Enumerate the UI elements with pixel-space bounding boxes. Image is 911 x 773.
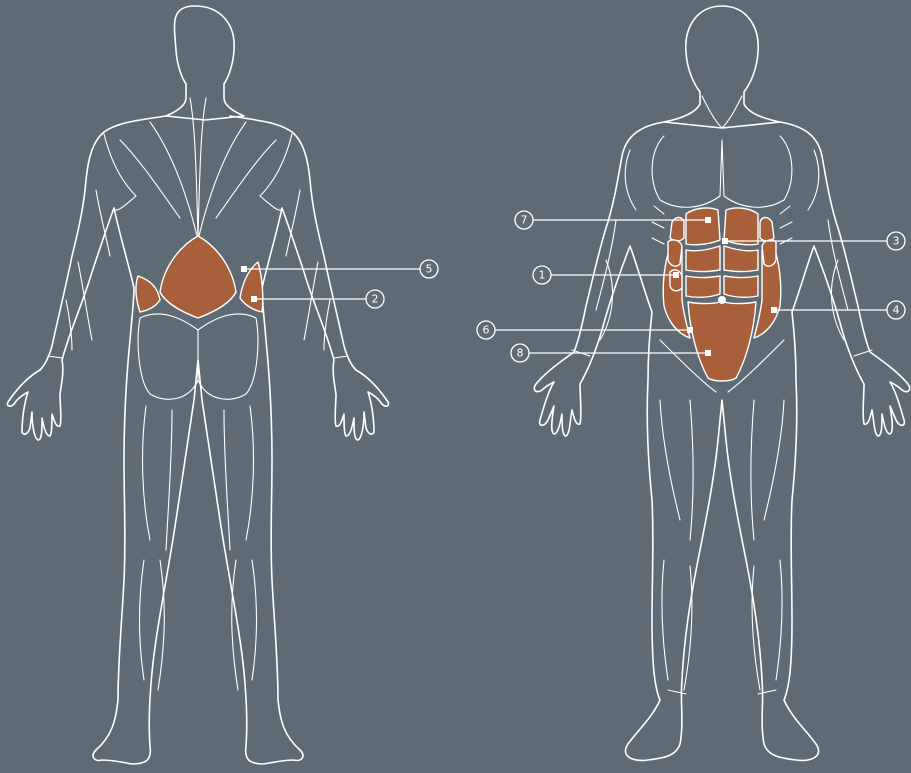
back-view-figure: [7, 6, 388, 764]
callout-5-label: 5: [426, 263, 433, 276]
front-highlighted-muscles: [663, 208, 781, 381]
rectus-upper-left: [686, 208, 720, 245]
back-highlighted-muscles: [136, 236, 263, 318]
callout-1-label: 1: [539, 269, 546, 282]
rectus-low-left: [686, 276, 720, 297]
navel: [718, 296, 726, 304]
callout-3-label: 3: [893, 235, 900, 248]
callout-6-label: 6: [483, 324, 490, 337]
front-body-outline: [534, 122, 909, 760]
rectus-upper-right: [724, 208, 758, 245]
lumbar-muscle-region: [160, 236, 236, 318]
callout-2-label: 2: [372, 293, 379, 306]
callout-2: 2: [251, 290, 384, 308]
rectus-low-right: [724, 276, 758, 297]
callout-6: 6: [477, 321, 693, 339]
back-muscle-lines: [48, 98, 348, 690]
callout-7-label: 7: [521, 214, 528, 227]
callout-4-label: 4: [893, 304, 900, 317]
left-serratus-lower: [668, 240, 682, 266]
callouts: 5 2 7 1 6: [241, 211, 905, 362]
back-body-outline: [7, 116, 388, 764]
front-view-figure: [534, 6, 909, 760]
rectus-lower: [688, 302, 756, 381]
callout-8-label: 8: [517, 347, 524, 360]
rectus-mid-left: [686, 246, 720, 272]
right-serratus-upper: [760, 218, 774, 242]
rectus-mid-right: [724, 246, 758, 272]
callout-8: 8: [511, 344, 711, 362]
callout-5: 5: [241, 260, 438, 278]
right-serratus-lower: [762, 240, 776, 266]
left-external-oblique-back: [136, 276, 160, 312]
front-head-outline: [664, 6, 780, 128]
left-serratus-upper: [670, 218, 684, 242]
